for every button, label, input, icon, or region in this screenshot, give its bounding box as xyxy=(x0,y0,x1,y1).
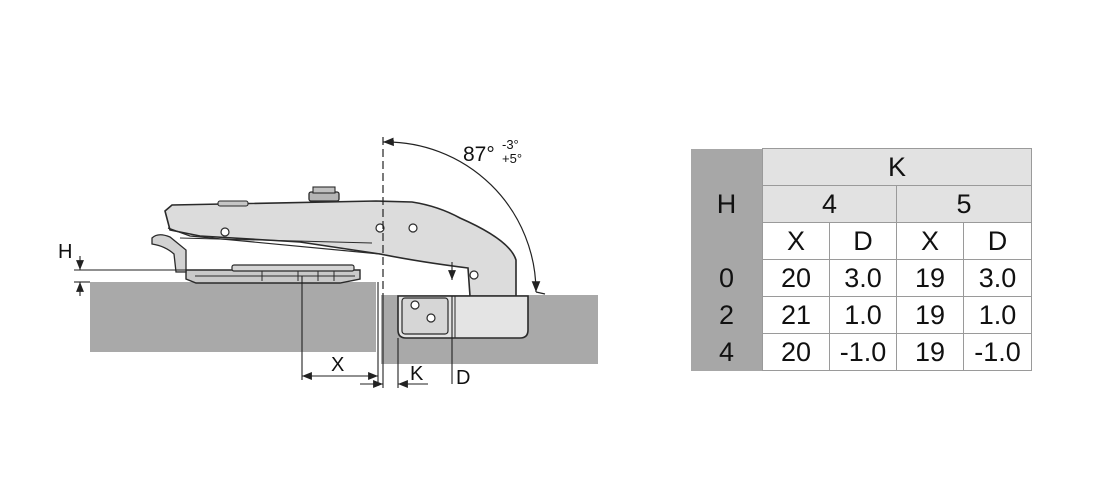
h-header: H xyxy=(691,148,763,260)
table-cell: 1.0 xyxy=(963,296,1032,334)
table-cell: 19 xyxy=(896,333,964,371)
table-cell: -1.0 xyxy=(963,333,1032,371)
angle-tolerance-plus: +5° xyxy=(502,151,522,166)
table-cell: 21 xyxy=(762,296,830,334)
label-d: D xyxy=(456,367,470,389)
row-h-value: 2 xyxy=(691,296,763,334)
table-cell: -1.0 xyxy=(829,333,897,371)
dimension-k xyxy=(360,300,428,388)
k-value: 5 xyxy=(896,185,1032,223)
table-row: 0 20 3.0 19 3.0 xyxy=(691,259,1032,297)
mounting-plate xyxy=(185,264,361,284)
table-cell: 19 xyxy=(896,296,964,334)
label-k: K xyxy=(410,363,424,385)
table-cell: 3.0 xyxy=(963,259,1032,297)
table-row: 2 21 1.0 19 1.0 xyxy=(691,296,1032,334)
dimension-x xyxy=(301,276,379,386)
column-header: D xyxy=(829,222,897,260)
dimension-d xyxy=(440,262,470,384)
column-header: D xyxy=(963,222,1032,260)
row-h-value: 4 xyxy=(691,333,763,371)
hinge-cup xyxy=(397,295,529,339)
adjustment-table: H K 4 5 X D X D 0 20 3.0 19 3.0 2 21 1.0… xyxy=(691,148,1032,371)
cabinet-panel xyxy=(90,282,376,352)
table-cell: 1.0 xyxy=(829,296,897,334)
angle-tolerance-minus: -3° xyxy=(502,137,519,152)
dimension-h xyxy=(74,256,186,296)
angle-label: 87° xyxy=(463,143,495,166)
k-value: 4 xyxy=(762,185,897,223)
table-cell: 19 xyxy=(896,259,964,297)
table-cell: 3.0 xyxy=(829,259,897,297)
table-row: 4 20 -1.0 19 -1.0 xyxy=(691,333,1032,371)
label-x: X xyxy=(331,354,344,376)
row-h-value: 0 xyxy=(691,259,763,297)
angle-arc xyxy=(382,137,541,293)
label-h: H xyxy=(58,241,72,263)
column-header: X xyxy=(762,222,830,260)
column-header: X xyxy=(896,222,964,260)
table-cell: 20 xyxy=(762,333,830,371)
table-cell: 20 xyxy=(762,259,830,297)
k-header: K xyxy=(762,148,1032,186)
